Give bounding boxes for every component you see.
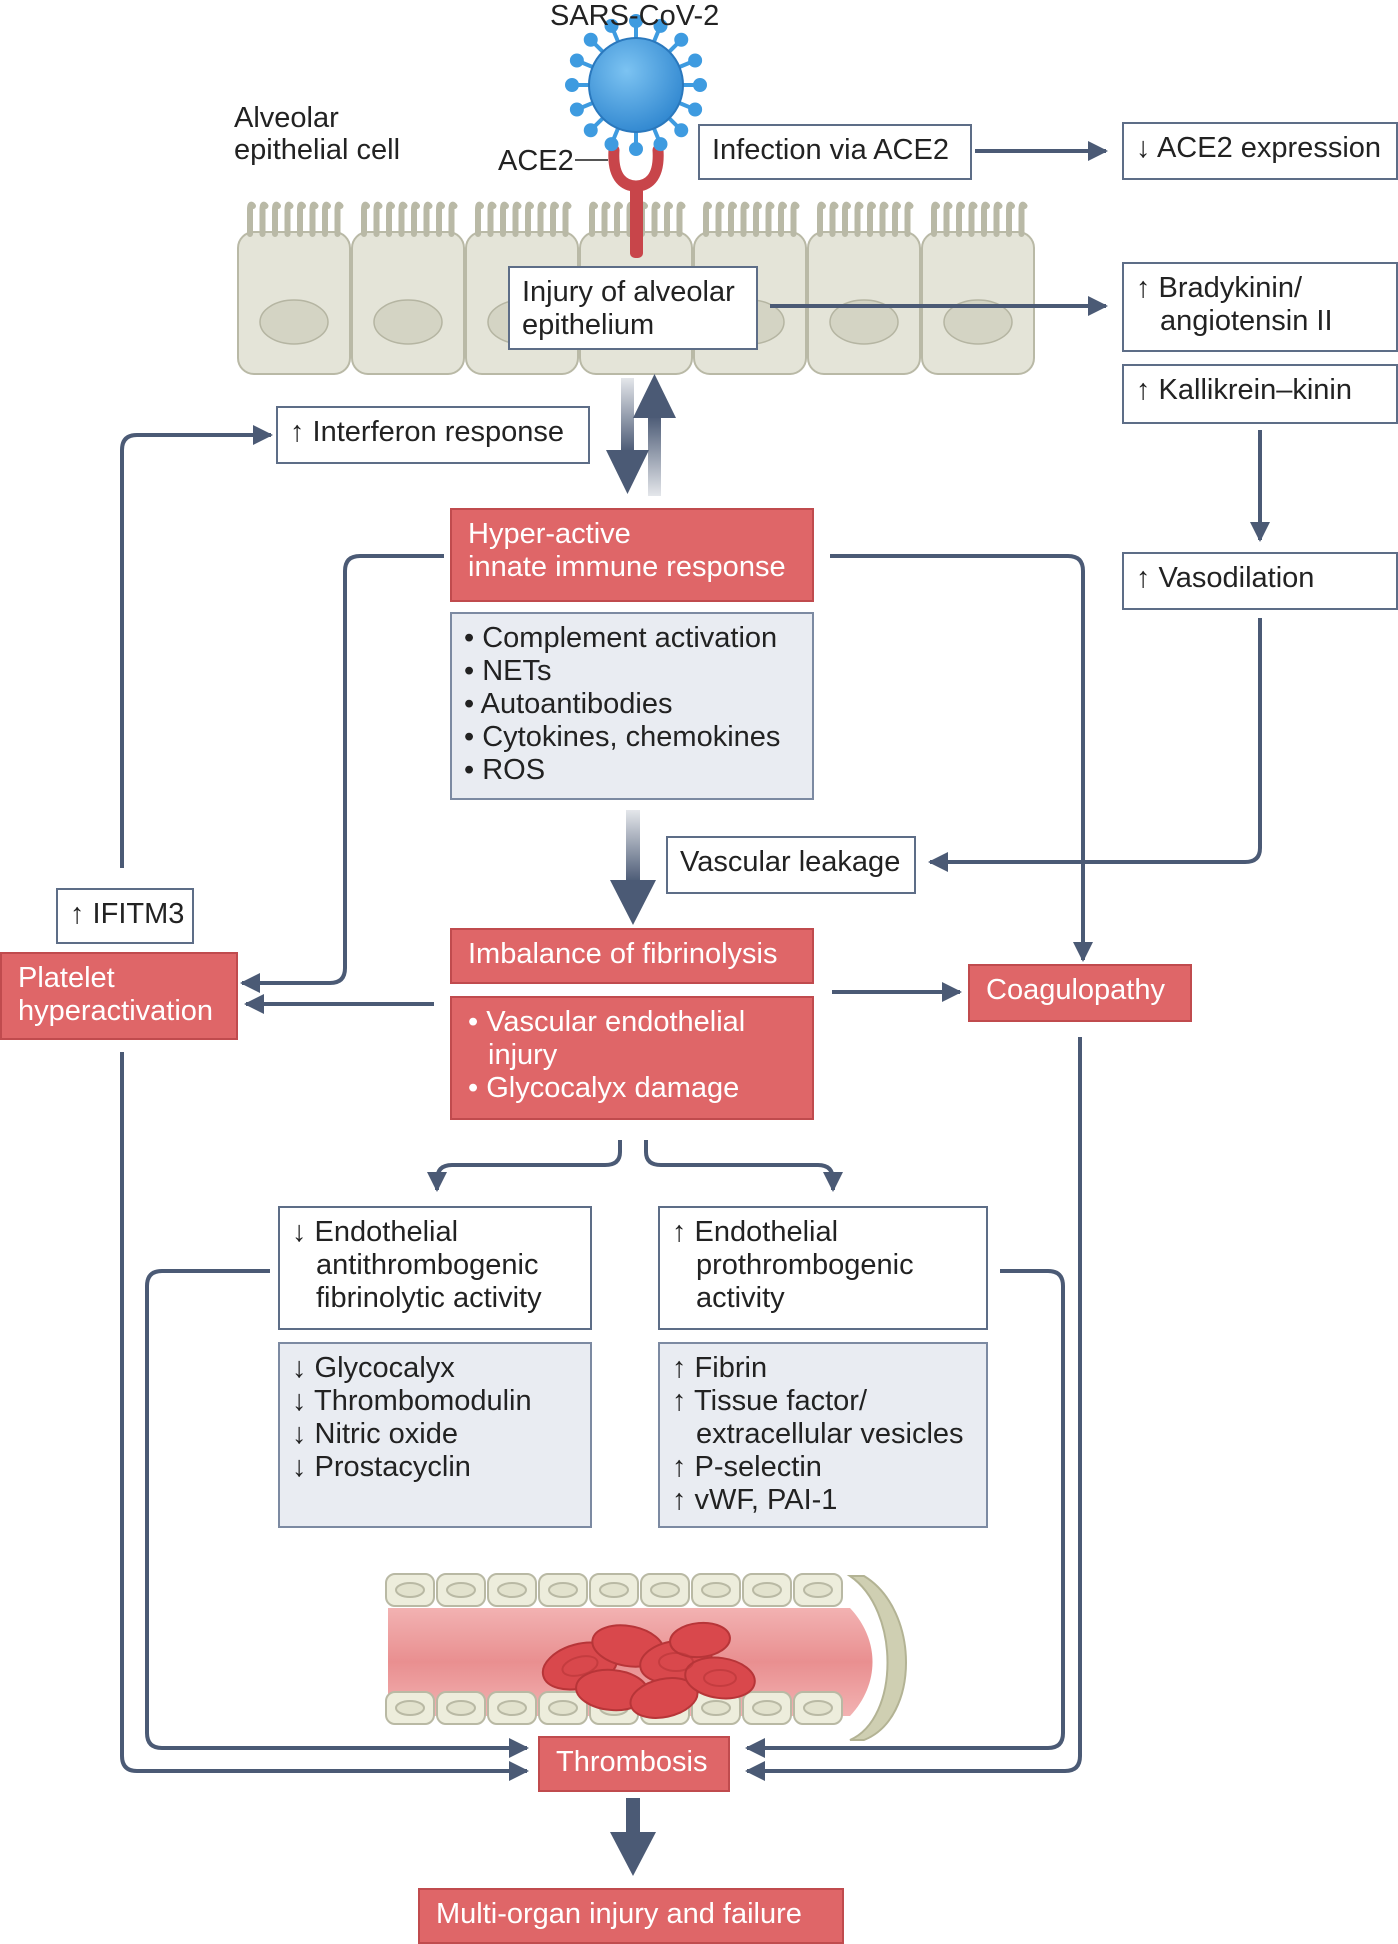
immune-mediators-box: • Complement activation • NETs • Autoant… bbox=[450, 612, 814, 800]
ace2-receptor-icon bbox=[575, 144, 664, 258]
vasodilation-text: ↑ Vasodilation bbox=[1136, 562, 1315, 594]
fibrinolysis-box: Imbalance of fibrinolysis bbox=[450, 928, 814, 984]
ifitm3-box: ↑ IFITM3 bbox=[56, 888, 194, 944]
down-marker-item: ↓ Thrombomodulin bbox=[292, 1385, 532, 1417]
platelet-text-line2: hyperactivation bbox=[18, 995, 214, 1027]
vascular-leakage-box: Vascular leakage bbox=[666, 836, 916, 894]
endo-up-line2: prothrombogenic bbox=[696, 1249, 914, 1281]
thrombosis-box: Thrombosis bbox=[538, 1736, 730, 1792]
down-marker-item: ↓ Nitric oxide bbox=[292, 1418, 458, 1450]
cell-label-line2: epithelial cell bbox=[234, 134, 401, 166]
platelet-box: Platelet hyperactivation bbox=[0, 952, 238, 1040]
up-marker-item: ↑ Fibrin bbox=[672, 1352, 768, 1384]
endothelial-up-box: ↑ Endothelial prothrombogenic activity bbox=[658, 1206, 988, 1330]
endo-up-line3: activity bbox=[696, 1282, 785, 1314]
receptor-label: ACE2 bbox=[498, 145, 574, 177]
endo-down-line1: ↓ Endothelial bbox=[292, 1216, 459, 1248]
endothelial-item: • Glycocalyx damage bbox=[468, 1072, 740, 1104]
immune-item: • Autoantibodies bbox=[464, 688, 673, 720]
multi-organ-text: Multi-organ injury and failure bbox=[436, 1898, 802, 1930]
immune-item: • Complement activation bbox=[464, 622, 778, 654]
coagulopathy-box: Coagulopathy bbox=[968, 964, 1192, 1022]
kallikrein-text: ↑ Kallikrein–kinin bbox=[1136, 374, 1352, 406]
thrombosis-text: Thrombosis bbox=[556, 1746, 708, 1778]
interferon-text: ↑ Interferon response bbox=[290, 416, 565, 448]
down-marker-item: ↓ Glycocalyx bbox=[292, 1352, 455, 1384]
fibrinolysis-text: Imbalance of fibrinolysis bbox=[468, 938, 778, 970]
bradykinin-text-line2: angiotensin II bbox=[1160, 305, 1333, 337]
infection-box: Infection via ACE2 bbox=[698, 124, 972, 180]
platelet-text-line1: Platelet bbox=[18, 962, 115, 994]
bradykinin-box: ↑ Bradykinin/ angiotensin II bbox=[1122, 262, 1398, 352]
endo-up-line1: ↑ Endothelial bbox=[672, 1216, 839, 1248]
virus-label: SARS-CoV-2 bbox=[550, 0, 720, 32]
endo-down-line3: fibrinolytic activity bbox=[316, 1282, 542, 1314]
up-markers-box: ↑ Fibrin ↑ Tissue factor/ extracellular … bbox=[658, 1342, 988, 1528]
bradykinin-text-line1: ↑ Bradykinin/ bbox=[1136, 272, 1303, 304]
up-marker-item: extracellular vesicles bbox=[696, 1418, 964, 1450]
ace2-expression-box: ↓ ACE2 expression bbox=[1122, 122, 1398, 180]
injury-text-line2: epithelium bbox=[522, 309, 655, 341]
ace2-expression-text: ↓ ACE2 expression bbox=[1136, 132, 1382, 164]
hyperactive-immune-box: Hyper-active innate immune response bbox=[450, 508, 814, 602]
endo-down-line2: antithrombogenic bbox=[316, 1249, 539, 1281]
blood-vessel-illustration bbox=[385, 1573, 907, 1741]
coagulopathy-text: Coagulopathy bbox=[986, 974, 1165, 1006]
hyperactive-text-line1: Hyper-active bbox=[468, 518, 631, 550]
sars-cov-2-virus-icon bbox=[565, 14, 707, 156]
infection-text: Infection via ACE2 bbox=[712, 134, 949, 166]
up-marker-item: ↑ vWF, PAI-1 bbox=[672, 1484, 838, 1516]
endothelial-down-box: ↓ Endothelial antithrombogenic fibrinoly… bbox=[278, 1206, 592, 1330]
down-markers-box: ↓ Glycocalyx ↓ Thrombomodulin ↓ Nitric o… bbox=[278, 1342, 592, 1528]
endothelial-item: injury bbox=[488, 1039, 558, 1071]
multi-organ-box: Multi-organ injury and failure bbox=[418, 1888, 844, 1944]
up-marker-item: ↑ P-selectin bbox=[672, 1451, 822, 1483]
up-marker-item: ↑ Tissue factor/ bbox=[672, 1385, 868, 1417]
kallikrein-box: ↑ Kallikrein–kinin bbox=[1122, 364, 1398, 424]
cell-label-line1: Alveolar bbox=[234, 102, 339, 134]
vascular-leakage-text: Vascular leakage bbox=[680, 846, 901, 878]
injury-text-line1: Injury of alveolar bbox=[522, 276, 735, 308]
immune-item: • ROS bbox=[464, 754, 546, 786]
vasodilation-box: ↑ Vasodilation bbox=[1122, 552, 1398, 610]
endothelial-injury-box: • Vascular endothelial injury • Glycocal… bbox=[450, 996, 814, 1120]
endothelial-item: • Vascular endothelial bbox=[468, 1006, 746, 1038]
ifitm3-text: ↑ IFITM3 bbox=[70, 898, 185, 930]
immune-item: • NETs bbox=[464, 655, 552, 687]
down-marker-item: ↓ Prostacyclin bbox=[292, 1451, 471, 1483]
hyperactive-text-line2: innate immune response bbox=[468, 551, 786, 583]
thick-arrows bbox=[606, 374, 676, 1876]
immune-item: • Cytokines, chemokines bbox=[464, 721, 781, 753]
injury-box: Injury of alveolar epithelium bbox=[508, 266, 758, 350]
connector-arrows bbox=[120, 141, 1270, 1781]
interferon-box: ↑ Interferon response bbox=[276, 406, 590, 464]
